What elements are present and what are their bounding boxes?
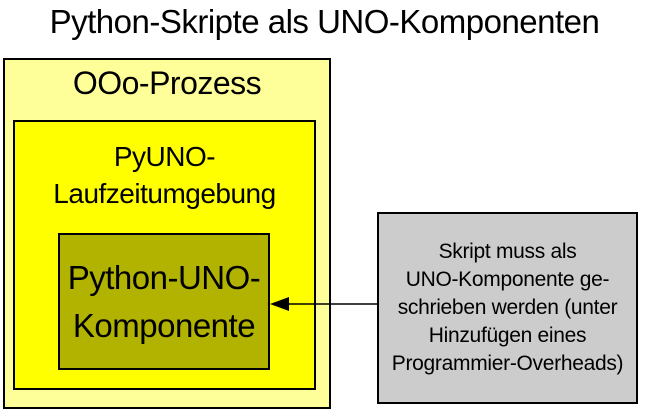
note-box: Skript muss als UNO-Komponente ge- schri…	[377, 212, 638, 404]
note-line: schrieben werden (unter	[397, 296, 618, 319]
note-line: Programmier-Overheads)	[391, 352, 624, 375]
note-line: Hinzufügen eines	[428, 324, 587, 347]
python-uno-component-label-line2: Komponente	[72, 306, 256, 344]
arrow-left-icon	[270, 297, 378, 311]
note-line: UNO-Komponente ge-	[405, 268, 610, 291]
pyuno-runtime-label: PyUNO- Laufzeitumgebung	[15, 138, 314, 212]
pyuno-runtime-box: PyUNO- Laufzeitumgebung Python-UNO- Komp…	[13, 120, 316, 390]
ooo-process-box: OOo-Prozess PyUNO- Laufzeitumgebung Pyth…	[3, 58, 331, 409]
diagram-title: Python-Skripte als UNO-Komponenten	[49, 3, 600, 40]
pyuno-runtime-label-line2: Laufzeitumgebung	[53, 178, 276, 209]
ooo-process-label: OOo-Prozess	[72, 65, 262, 101]
pyuno-runtime-label-line1: PyUNO-	[113, 141, 216, 172]
python-uno-component-box: Python-UNO- Komponente	[58, 233, 270, 370]
note-line: Skript muss als	[438, 240, 577, 263]
python-uno-component-label-line1: Python-UNO-	[67, 258, 261, 296]
